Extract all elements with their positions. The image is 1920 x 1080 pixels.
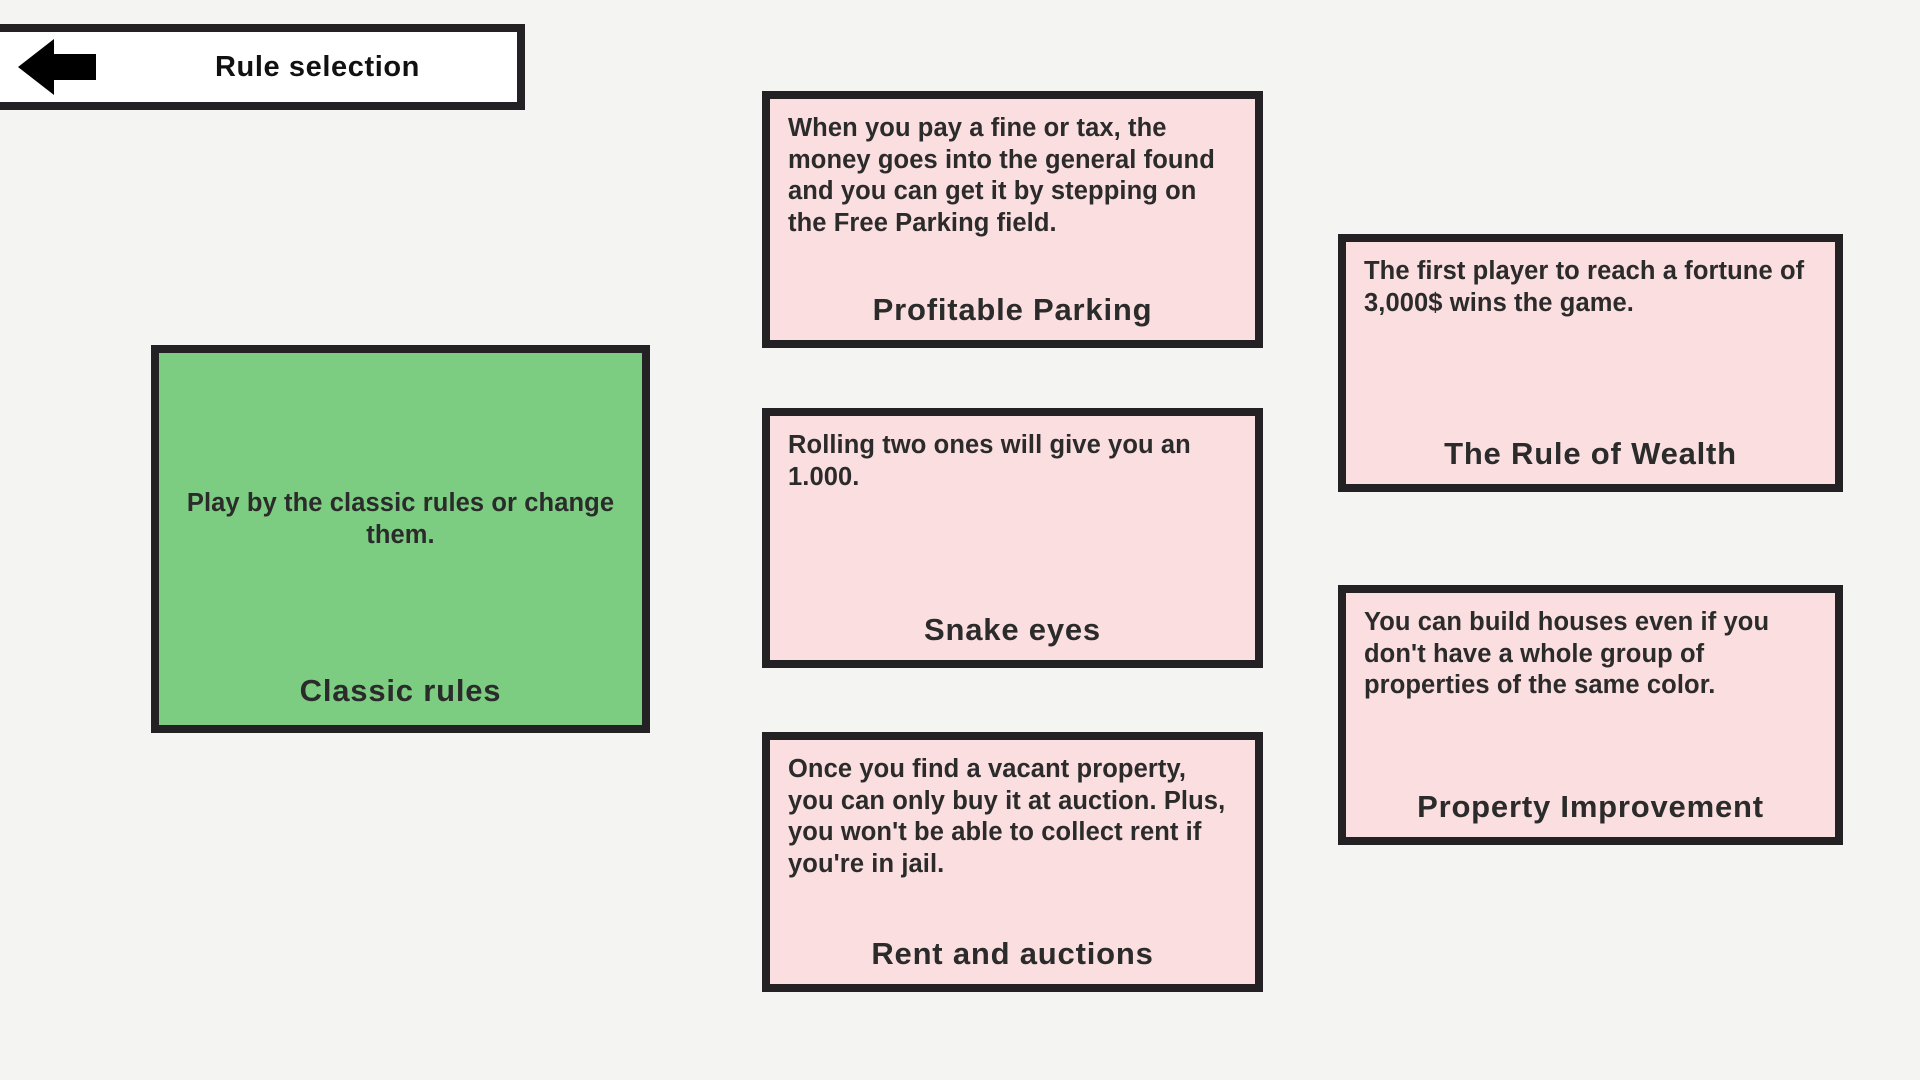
rule-card-snake-eyes[interactable]: Rolling two ones will give you an 1.000.…	[762, 408, 1263, 668]
rule-card-title: Rent and auctions	[871, 936, 1154, 971]
rule-card-title: The Rule of Wealth	[1444, 436, 1737, 471]
rule-card-the-rule-of-wealth[interactable]: The first player to reach a fortune of 3…	[1338, 234, 1843, 492]
back-arrow-icon[interactable]	[16, 37, 98, 97]
rule-card-description: When you pay a fine or tax, the money go…	[788, 114, 1215, 237]
rule-card-rent-and-auctions[interactable]: Once you find a vacant property, you can…	[762, 732, 1263, 992]
rule-card-description: You can build houses even if you don't h…	[1364, 608, 1770, 700]
rule-card-title: Snake eyes	[924, 612, 1101, 647]
rule-card-description: Play by the classic rules or change them…	[186, 489, 615, 549]
rule-card-description: Rolling two ones will give you an 1.000.	[788, 431, 1191, 491]
rule-card-property-improvement[interactable]: You can build houses even if you don't h…	[1338, 585, 1843, 845]
header-bar[interactable]: Rule selection	[0, 24, 525, 110]
rule-card-title: Property Improvement	[1417, 789, 1764, 824]
rule-card-description: Once you find a vacant property, you can…	[788, 755, 1226, 878]
rule-card-description: The first player to reach a fortune of 3…	[1364, 257, 1805, 317]
page-title: Rule selection	[214, 50, 420, 83]
rule-card-title: Classic rules	[299, 673, 502, 708]
rule-card-classic-rules[interactable]: Play by the classic rules or change them…	[151, 345, 650, 733]
rule-card-profitable-parking[interactable]: When you pay a fine or tax, the money go…	[762, 91, 1263, 348]
rule-card-title: Profitable Parking	[872, 292, 1153, 327]
